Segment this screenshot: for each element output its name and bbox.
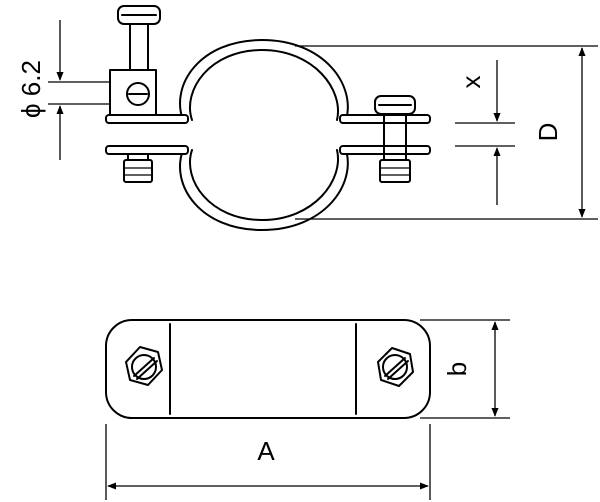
- a-dimension: A: [105, 424, 431, 500]
- right-bolt: [374, 95, 416, 183]
- left-hex-screw: [125, 346, 163, 386]
- clamp-body: [105, 319, 431, 419]
- left-bolt: [109, 5, 161, 183]
- x-label: x: [456, 76, 486, 89]
- x-dimension: x: [455, 60, 515, 205]
- clamp-ring-outer: [179, 39, 349, 231]
- diameter-dimension: ϕ 6.2: [16, 20, 110, 160]
- left-lower-plate: [105, 145, 189, 155]
- left-upper-plate: [105, 114, 189, 124]
- d-label: D: [533, 123, 563, 142]
- clamp-top-view: [105, 319, 431, 419]
- diameter-label: ϕ 6.2: [16, 60, 46, 118]
- d-dimension: D: [295, 45, 598, 220]
- clamp-ring-inner: [189, 49, 339, 221]
- a-label: A: [257, 436, 275, 466]
- b-dimension: b: [420, 319, 510, 419]
- clamp-front-view: [105, 5, 431, 231]
- b-label: b: [442, 362, 472, 376]
- right-hex-screw: [377, 347, 414, 387]
